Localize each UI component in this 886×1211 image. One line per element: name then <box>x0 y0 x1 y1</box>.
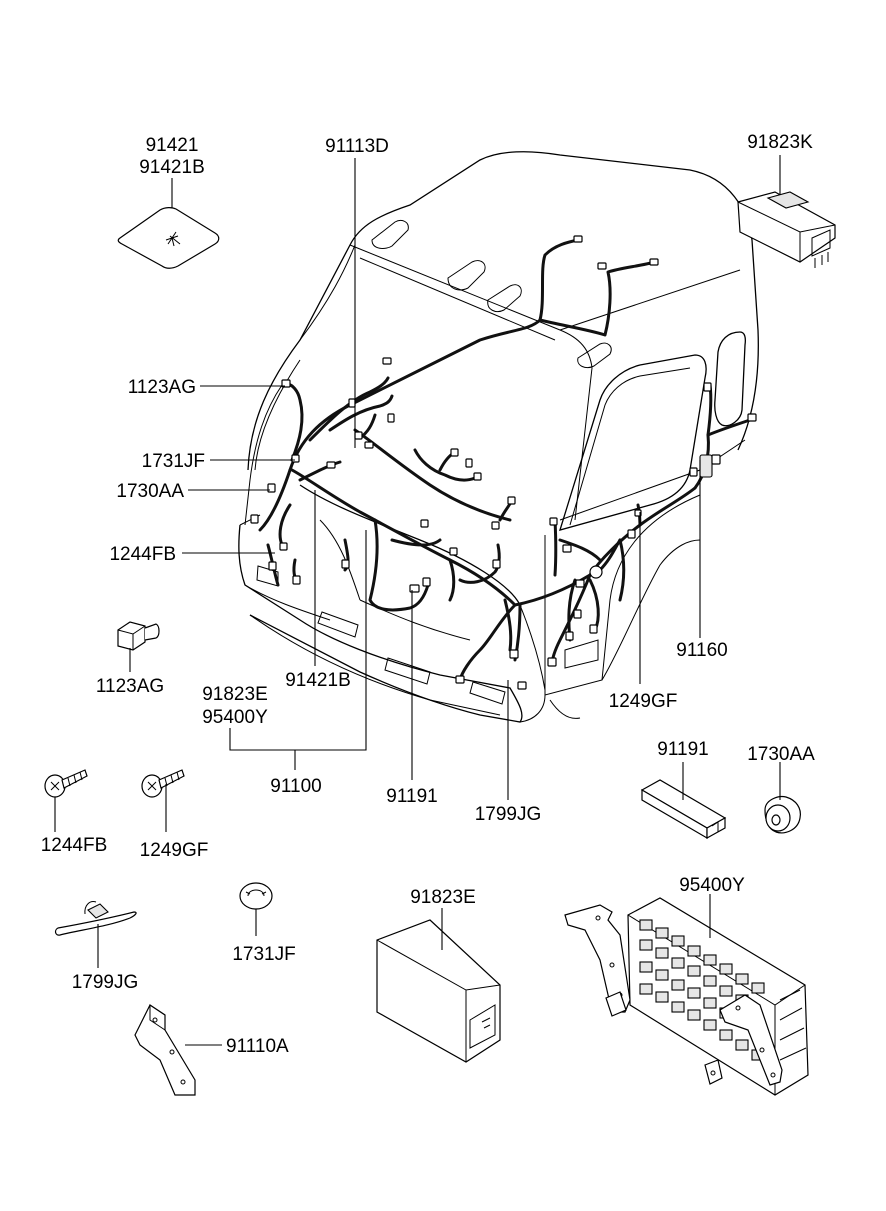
label-1244FB-main: 1244FB <box>109 544 176 565</box>
truck-cab-outline <box>238 151 759 723</box>
protector-91191 <box>640 762 727 840</box>
label-91823E-group: 91823E <box>202 684 268 705</box>
clip-1731JF <box>239 882 273 936</box>
label-1731JF-part: 1731JF <box>232 944 295 965</box>
label-1799JG-part: 1799JG <box>72 972 139 993</box>
label-91191-part: 91191 <box>657 739 708 760</box>
label-91421B-main: 91421B <box>285 670 351 691</box>
label-1244FB-part: 1244FB <box>41 835 108 856</box>
bolt-1123AG <box>117 621 160 672</box>
label-91823K: 91823K <box>747 132 813 153</box>
wire-harness-91100 <box>258 238 752 682</box>
label-1249GF-main: 1249GF <box>609 691 678 712</box>
junction-box-95400Y <box>564 894 809 1096</box>
bracket-91110A <box>134 1004 222 1096</box>
screw-1249GF <box>141 769 185 832</box>
fuse-grid <box>639 919 765 1061</box>
tie-strap-1799JG <box>54 901 137 968</box>
label-1799JG-main: 1799JG <box>475 804 542 825</box>
label-91100: 91100 <box>270 776 321 797</box>
label-95400Y-group: 95400Y <box>202 707 268 728</box>
label-91421B-top: 91421B <box>139 157 205 178</box>
label-1730AA-part: 1730AA <box>747 744 815 765</box>
label-95400Y-part: 95400Y <box>679 875 745 896</box>
label-1730AA-main: 1730AA <box>116 481 184 502</box>
grommet-1730AA <box>764 762 801 834</box>
harness-connectors <box>250 235 757 690</box>
label-91191-main: 91191 <box>386 786 437 807</box>
label-1123AG-main: 1123AG <box>128 377 196 398</box>
label-91421: 91421 <box>146 135 199 156</box>
control-unit-91823E <box>376 908 501 1063</box>
label-91110A: 91110A <box>226 1036 289 1057</box>
label-91113D: 91113D <box>325 136 389 157</box>
module-91823K <box>737 191 836 268</box>
part-number-labels: 91421 91421B 91113D 91823K 1123AG 1731JF… <box>41 132 815 1057</box>
screw-1244FB <box>44 769 88 832</box>
leader-lines <box>171 155 781 800</box>
label-1731JF-main: 1731JF <box>142 451 205 472</box>
label-91160: 91160 <box>676 640 727 661</box>
label-1123AG-part: 1123AG <box>96 676 164 697</box>
pad-91421 <box>117 207 220 269</box>
label-91823E-part: 91823E <box>410 887 476 908</box>
label-1249GF-part: 1249GF <box>140 840 209 861</box>
